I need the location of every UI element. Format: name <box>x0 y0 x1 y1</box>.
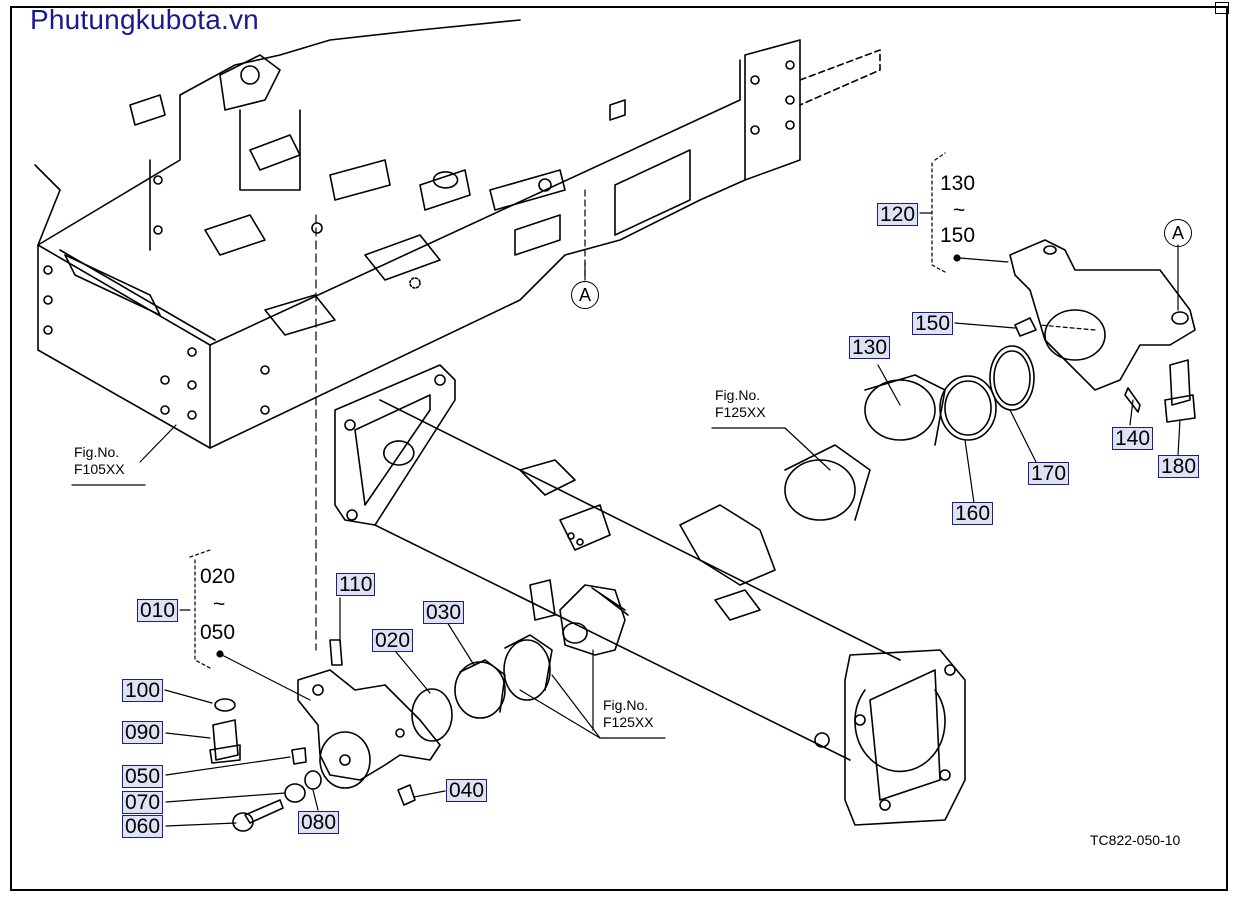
part-label-110[interactable]: 110 <box>336 573 376 596</box>
fig-ref-axle-top: Fig.No. F125XX <box>715 387 766 421</box>
fig-ref-frame-line2: F105XX <box>74 461 125 477</box>
part-label-100[interactable]: 100 <box>122 679 164 702</box>
part-label-020[interactable]: 020 <box>372 629 414 652</box>
part-label-070[interactable]: 070 <box>122 791 164 814</box>
tractor-frame <box>34 19 881 651</box>
watermark: Phutungkubota.vn <box>30 4 259 35</box>
part-label-030[interactable]: 030 <box>423 601 465 624</box>
leader-lines <box>71 152 1181 827</box>
range-120-from: 130 <box>940 172 976 195</box>
fig-ref-frame: Fig.No. F105XX <box>74 444 125 478</box>
range-120-to: 150 <box>940 224 976 247</box>
part-label-060[interactable]: 060 <box>122 815 164 838</box>
range-010-tilde: ~ <box>213 593 226 616</box>
right-assembly <box>784 239 1196 521</box>
part-label-160[interactable]: 160 <box>952 502 994 525</box>
part-label-050[interactable]: 050 <box>122 765 164 788</box>
part-label-130[interactable]: 130 <box>849 336 891 359</box>
fig-ref-axle-bottom-line1: Fig.No. <box>603 697 649 713</box>
part-label-140[interactable]: 140 <box>1112 427 1154 450</box>
part-label-180[interactable]: 180 <box>1158 455 1200 478</box>
range-120-tilde: ~ <box>953 199 966 222</box>
fig-ref-axle-top-line2: F125XX <box>715 404 766 420</box>
range-010-to: 050 <box>200 621 236 644</box>
mark-a-frame: A <box>571 281 599 309</box>
part-label-150[interactable]: 150 <box>912 312 954 335</box>
fig-ref-frame-line1: Fig.No. <box>74 444 120 460</box>
range-010-from: 020 <box>200 565 236 588</box>
fig-ref-axle-bottom: Fig.No. F125XX <box>603 697 654 731</box>
part-label-040[interactable]: 040 <box>446 779 488 802</box>
part-label-080[interactable]: 080 <box>298 811 340 834</box>
part-label-090[interactable]: 090 <box>122 721 164 744</box>
part-label-170[interactable]: 170 <box>1028 462 1070 485</box>
axle-housing <box>334 364 966 826</box>
diagram-code: TC822-050-10 <box>1090 832 1181 848</box>
fig-ref-axle-top-line1: Fig.No. <box>715 387 761 403</box>
mark-a-bracket: A <box>1164 219 1192 247</box>
drawing-frame <box>10 6 1228 891</box>
part-label-010[interactable]: 010 <box>137 599 179 622</box>
fig-ref-axle-bottom-line2: F125XX <box>603 714 654 730</box>
part-label-120[interactable]: 120 <box>877 203 919 226</box>
corner-mark <box>1215 2 1229 14</box>
left-assembly <box>209 584 629 832</box>
